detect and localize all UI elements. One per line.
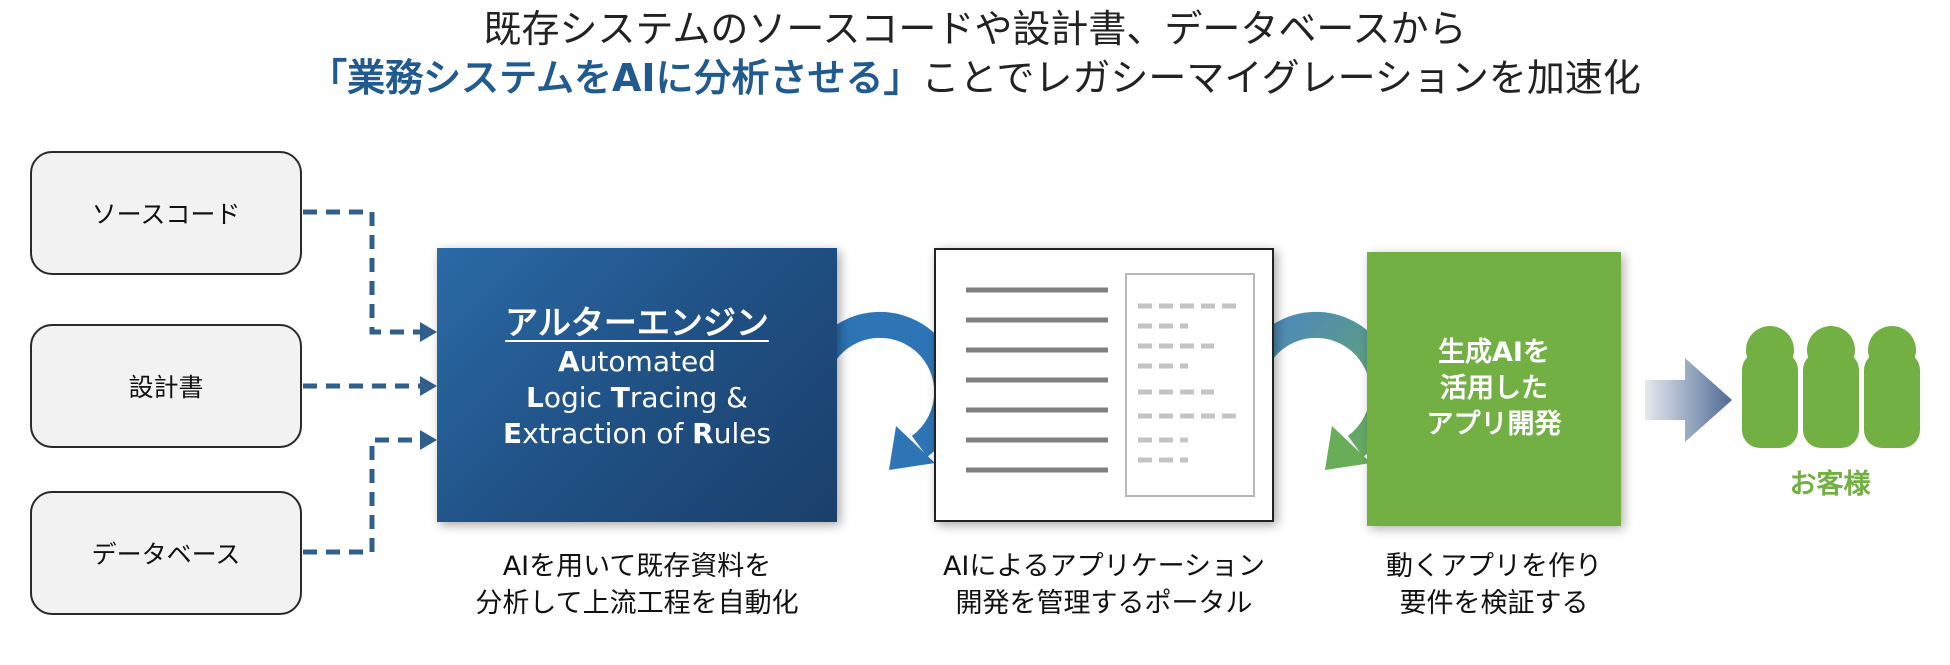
engine-line-2: Logic Tracing &: [525, 381, 749, 414]
arrowhead-3: [420, 430, 437, 450]
gen-line-3: アプリ開発: [1426, 409, 1562, 440]
connector-source-code: [303, 209, 420, 335]
source-connectors: [303, 209, 420, 555]
customer-label: お客様: [1789, 469, 1871, 500]
portal-document: [934, 248, 1274, 522]
engine-name: アルターエンジン: [505, 303, 769, 342]
arrowhead-1: [420, 322, 437, 342]
gen-line-2: 活用した: [1440, 373, 1548, 404]
engine-caption: AIを用いて既存資料を 分析して上流工程を自動化: [475, 551, 799, 619]
portal-caption: AIによるアプリケーション 開発を管理するポータル: [942, 551, 1266, 619]
connector-database: [303, 437, 420, 555]
generative-ai-box: 生成AIを 活用した アプリ開発: [1367, 252, 1621, 526]
side-panel-lines: [1138, 303, 1236, 463]
source-box-design-doc: 設計書: [30, 324, 302, 448]
title-rest: ことでレガシーマイグレーションを加速化: [921, 56, 1641, 100]
person-icon-3: [1864, 326, 1920, 448]
person-icon-2: [1803, 326, 1859, 448]
arrow-to-customer-icon: [1645, 358, 1732, 442]
title-highlight: 「業務システムをAIに分析させる」: [309, 56, 922, 100]
generative-caption: 動くアプリを作り 要件を検証する: [1386, 551, 1602, 619]
engine-line-1: Automated: [558, 345, 716, 378]
title-line-2: 「業務システムをAIに分析させる」ことでレガシーマイグレーションを加速化: [0, 55, 1950, 101]
engine-line-3: Extraction of Rules: [502, 417, 772, 450]
source-box-source-code: ソースコード: [30, 151, 302, 275]
text-lines: [966, 287, 1108, 473]
arrowhead-2: [420, 376, 437, 396]
person-icon-1: [1742, 326, 1798, 448]
gen-line-1: 生成AIを: [1438, 337, 1550, 368]
source-box-database: データベース: [30, 491, 302, 615]
title-line-1: 既存システムのソースコードや設計書、データベースから: [483, 7, 1467, 51]
document-icon: [966, 273, 1255, 497]
customers-icon: [1742, 326, 1920, 448]
alter-engine-box: アルターエンジン Automated Logic Tracing & Extra…: [437, 248, 837, 522]
connector-arrowheads: [420, 322, 437, 450]
